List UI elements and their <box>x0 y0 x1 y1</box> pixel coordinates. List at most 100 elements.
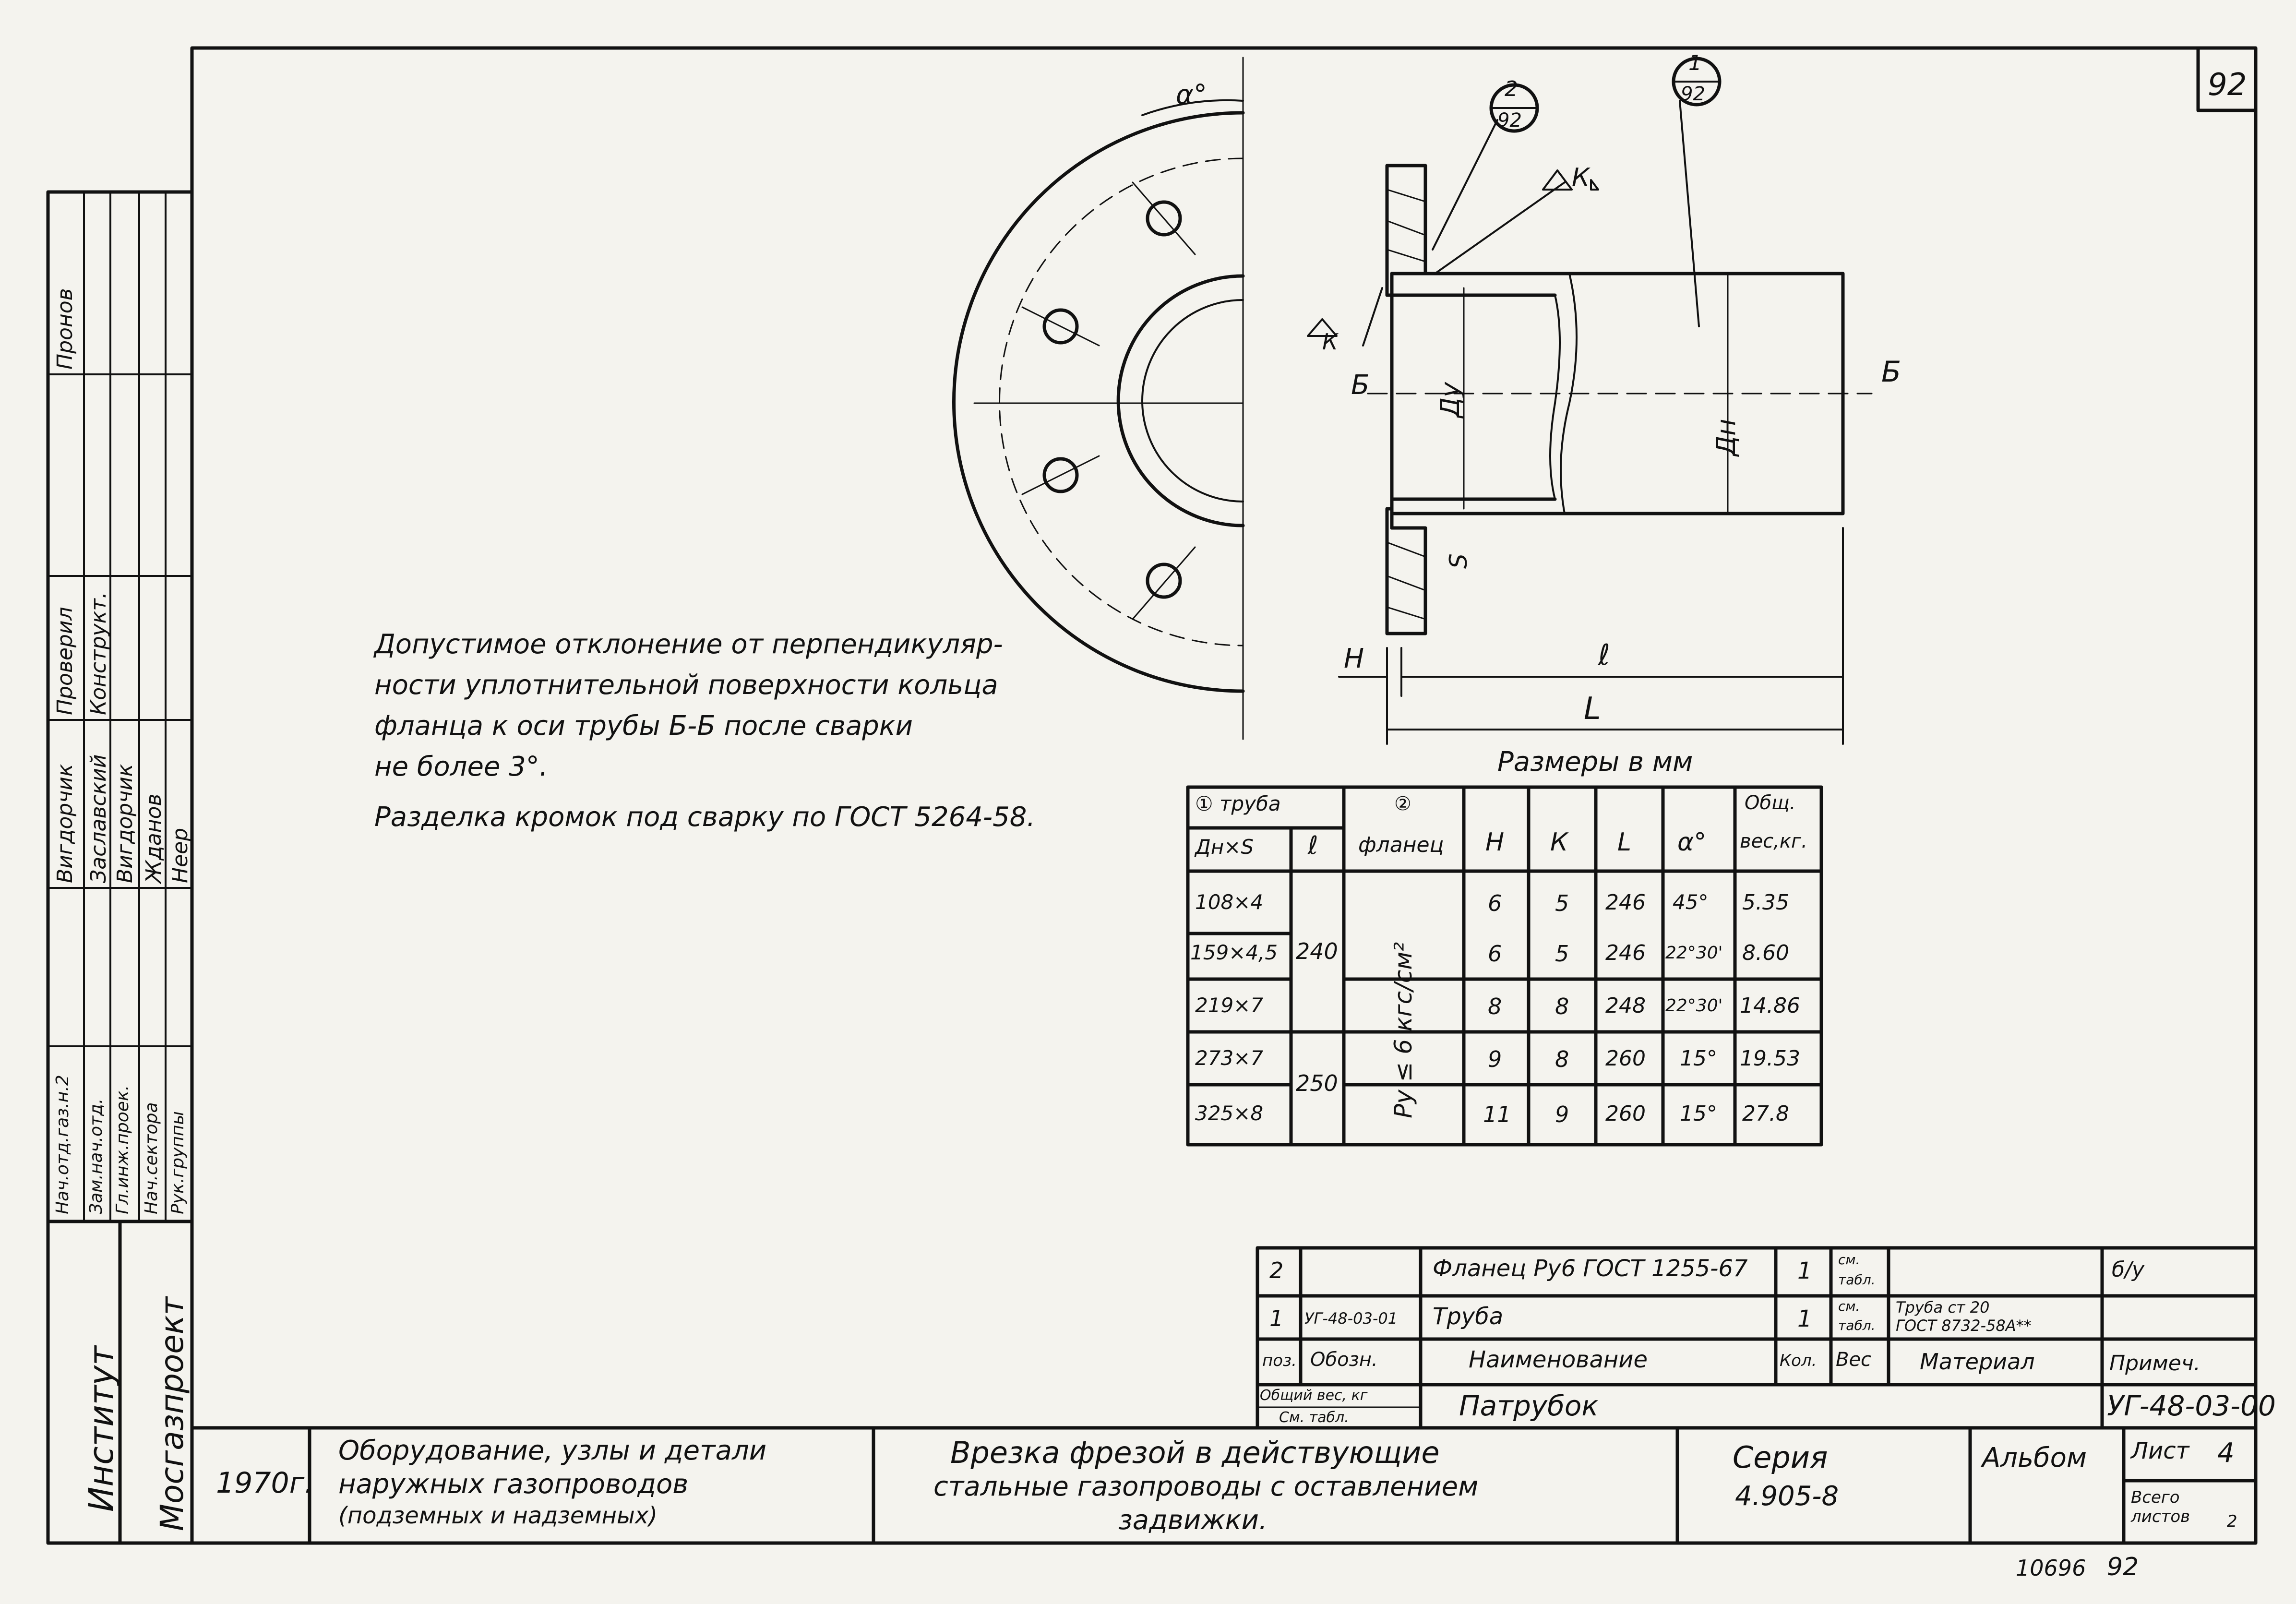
table-cell-K: 8 <box>1555 1046 1569 1072</box>
series-value: 4.905-8 <box>1735 1481 1839 1512</box>
spec-header-code: Обозн. <box>1310 1349 1378 1371</box>
drawing-title: Врезка фрезой в действующие <box>950 1435 1440 1470</box>
total-sheets-label: Всего <box>2131 1488 2180 1507</box>
table-header-weight: Общ. <box>1745 792 1796 814</box>
table-header-alpha: α° <box>1677 828 1707 857</box>
signature-role: Зам.нач.отд. <box>86 1098 106 1214</box>
table-header-l: ℓ <box>1308 831 1318 860</box>
flange-spec: Ру ≤ 6 кгс/см² <box>1389 942 1417 1118</box>
table-cell-L: 248 <box>1605 994 1646 1018</box>
album-label: Альбом <box>1982 1442 2087 1473</box>
bolt-hole <box>1146 563 1182 599</box>
table-cell-l: 240 <box>1296 938 1338 964</box>
checked-by-name: Пронов <box>53 288 77 370</box>
table-header-pipe: ① труба <box>1195 792 1281 815</box>
note-line: Допустимое отклонение от перпендикуляр- <box>374 629 1003 660</box>
left-strip-grid <box>47 191 193 1222</box>
table-cell-K: 5 <box>1555 890 1569 916</box>
checked-by-label: Конструкт. <box>86 592 111 715</box>
spec-weight: см. <box>1838 1298 1860 1314</box>
table-cell-weight: 19.53 <box>1740 1046 1800 1071</box>
table-cell-L: 246 <box>1605 890 1646 915</box>
signature-name: Неер <box>168 827 192 883</box>
table-cell-dns: 219×7 <box>1195 994 1264 1017</box>
checked-by-label: Проверил <box>53 607 77 715</box>
table-cell-H: 11 <box>1483 1101 1511 1127</box>
spec-table-frame <box>1256 1246 2258 1430</box>
table-header-flange: фланец <box>1358 833 1444 857</box>
section-label-left: Б <box>1351 370 1370 401</box>
sizes-caption: Размеры в мм <box>1497 746 1693 778</box>
callout-circle <box>1672 57 1722 107</box>
table-cell-weight: 27.8 <box>1742 1101 1789 1126</box>
dn-label: Дн <box>1711 419 1741 456</box>
table-cell-weight: 8.60 <box>1742 941 1789 965</box>
year: 1970г. <box>216 1466 314 1500</box>
table-header-flange-number: ② <box>1394 793 1411 815</box>
flange-outer-edge <box>952 111 1245 693</box>
frame-border <box>190 46 2258 1545</box>
spec-name: Фланец Ру6 ГОСТ 1255-67 <box>1433 1255 1748 1282</box>
spec-weight: табл. <box>1838 1272 1876 1288</box>
spec-weight: см. <box>1838 1252 1860 1268</box>
table-cell-weight: 14.86 <box>1740 994 1800 1018</box>
archive-page: 92 <box>2107 1553 2139 1581</box>
spec-header-name: Наименование <box>1469 1346 1648 1373</box>
weld-k-label: К <box>1572 163 1590 192</box>
spec-header-material: Материал <box>1920 1349 2035 1375</box>
spec-header-qty: Кол. <box>1780 1351 1817 1370</box>
signature-name: Жданов <box>142 793 166 883</box>
total-sheets-label: листов <box>2131 1507 2190 1526</box>
table-cell-dns: 108×4 <box>1195 890 1264 914</box>
note-line: ности уплотнительной поверхности кольца <box>374 670 998 701</box>
signature-role: Нач.отд.газ.н.2 <box>53 1075 72 1214</box>
sheet-number: 92 <box>2208 67 2247 103</box>
note-line: не более 3°. <box>374 751 548 782</box>
table-cell-alpha: 22°30' <box>1665 996 1723 1016</box>
sheet-label: Лист <box>2131 1437 2189 1464</box>
flange-bore-outer <box>1116 274 1245 527</box>
table-cell-alpha: 22°30' <box>1665 943 1723 963</box>
table-cell-alpha: 15° <box>1680 1046 1717 1071</box>
section-label-right: Б <box>1881 355 1901 389</box>
callout-2-bottom: 92 <box>1497 109 1522 132</box>
dim-table-frame <box>1186 785 1823 1147</box>
signature-role: Нач.сектора <box>142 1102 161 1214</box>
spec-pos: 1 <box>1269 1305 1284 1331</box>
signature-role: Рук.группы <box>168 1111 188 1214</box>
table-cell-alpha: 15° <box>1680 1101 1717 1126</box>
table-cell-K: 8 <box>1555 994 1569 1019</box>
table-header-weight: вес,кг. <box>1740 830 1807 852</box>
archive-number: 10696 <box>2016 1555 2086 1581</box>
spec-qty: 1 <box>1797 1257 1812 1284</box>
du-label: Ду <box>1435 382 1465 418</box>
table-cell-dns: 325×8 <box>1195 1101 1264 1125</box>
bolt-hole <box>1146 200 1182 237</box>
total-sheets-value: 2 <box>2227 1512 2237 1531</box>
spec-material: Труба ст 20 <box>1896 1298 1990 1317</box>
angle-label: α° <box>1176 79 1207 110</box>
left-strip-frame <box>46 190 194 1545</box>
callout-2-top: 2 <box>1505 77 1518 101</box>
callout-1-top: 1 <box>1688 51 1702 75</box>
table-cell-dns: 159×4,5 <box>1190 941 1278 964</box>
dim-l-label: ℓ <box>1598 638 1610 672</box>
table-cell-l: 250 <box>1296 1070 1338 1096</box>
spec-code: УГ-48-03-01 <box>1304 1309 1398 1328</box>
table-header-L: L <box>1617 828 1631 857</box>
table-cell-H: 6 <box>1488 890 1502 916</box>
note-line: Разделка кромок под сварку по ГОСТ 5264-… <box>374 802 1036 833</box>
drawing-title: задвижки. <box>1118 1505 1268 1536</box>
dim-h-label: Н <box>1344 643 1364 674</box>
flange-bolt-circle <box>999 157 1244 646</box>
dim-L-label: L <box>1584 691 1601 727</box>
organization-name: Мосгазпроект <box>154 1296 191 1531</box>
flange-bore-inner <box>1141 299 1244 503</box>
spec-header-pos: поз. <box>1262 1351 1297 1370</box>
spec-header-note: Примеч. <box>2109 1351 2200 1376</box>
spec-material: ГОСТ 8732-58А** <box>1896 1317 2032 1335</box>
angle-arc <box>1141 99 1244 116</box>
table-cell-K: 9 <box>1555 1101 1569 1127</box>
